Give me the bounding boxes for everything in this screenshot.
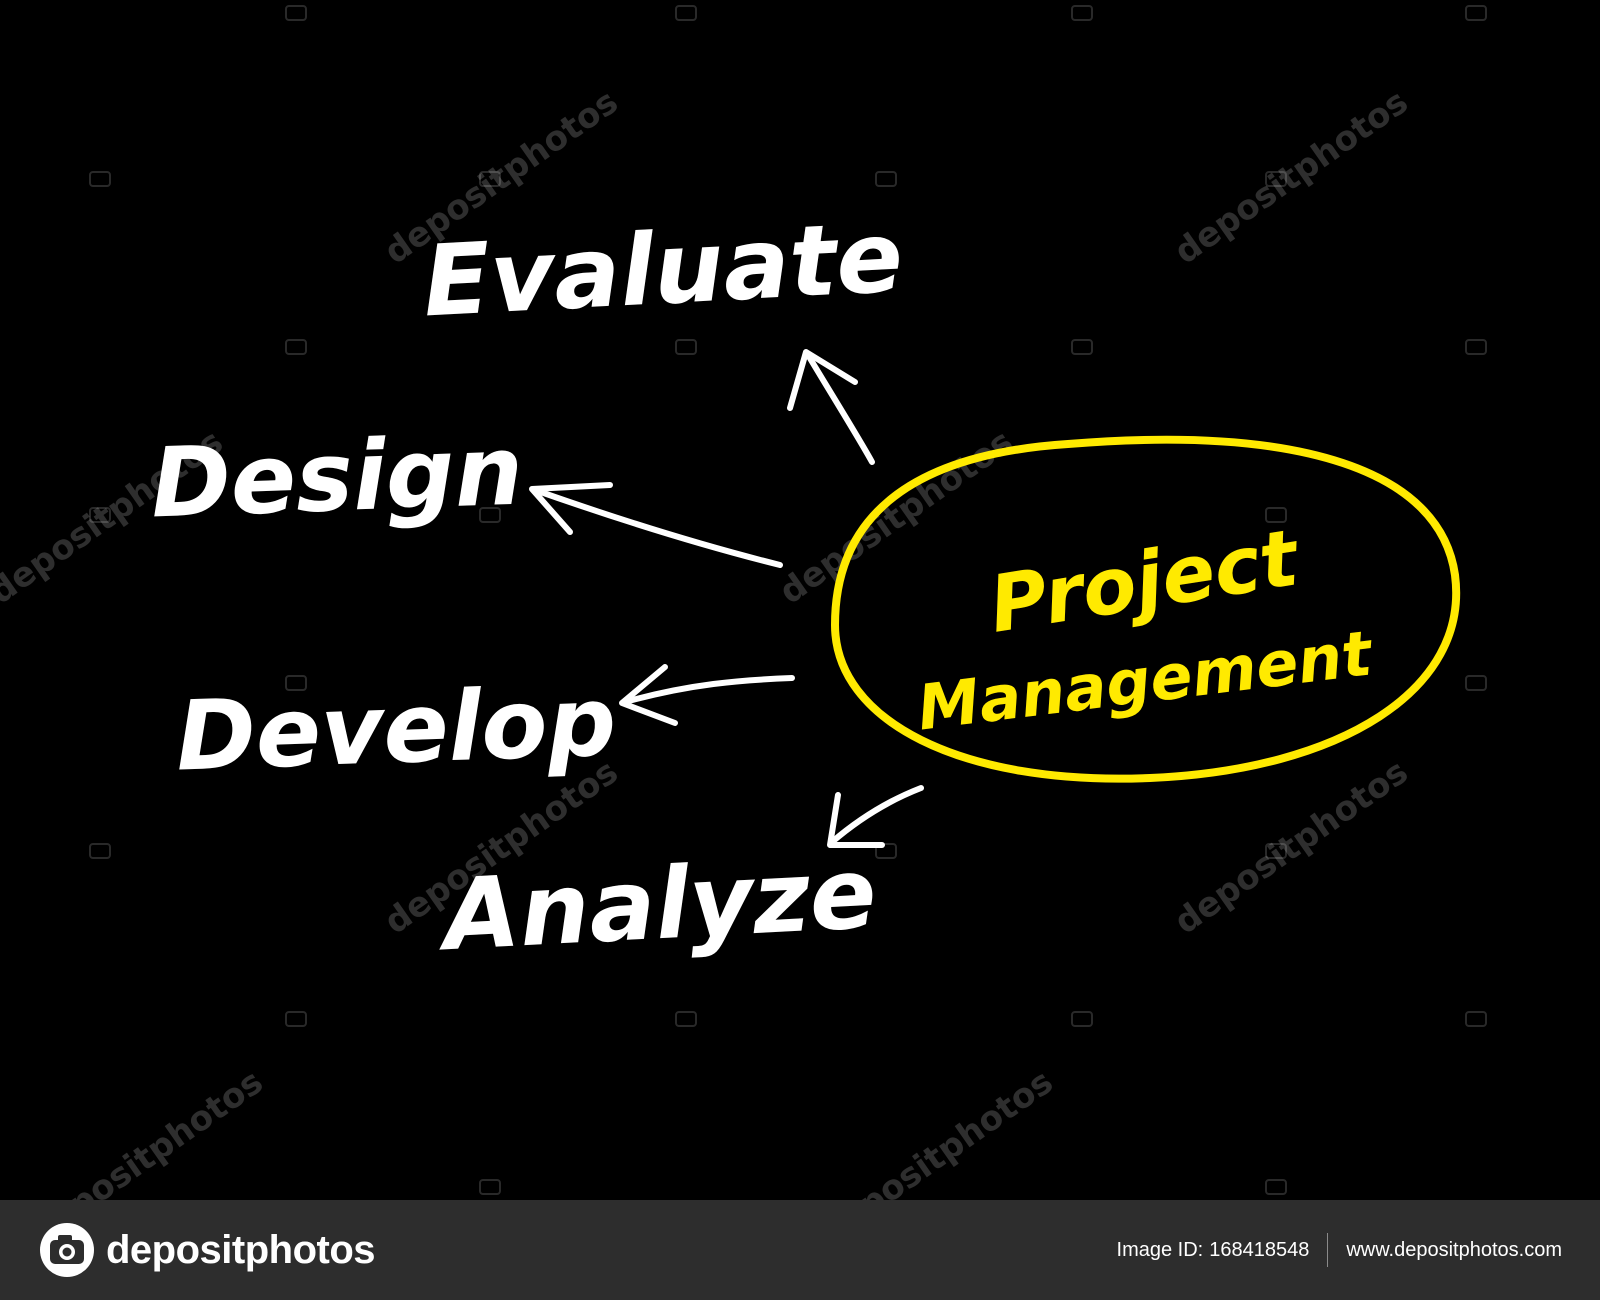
depositphotos-logo: depositphotos (38, 1221, 376, 1279)
image-info: Image ID: 168418548 www.depositphotos.co… (1117, 1233, 1562, 1267)
arrow-to-analyze (827, 785, 924, 848)
brand-name: depositphotos (106, 1227, 376, 1272)
node-label-evaluate: Evaluate (420, 201, 905, 340)
hub-title-line-2: Management (914, 616, 1378, 744)
image-id-value: 168418548 (1209, 1238, 1310, 1261)
site-url: www.depositphotos.com (1346, 1238, 1562, 1261)
camera-logo-icon (40, 1223, 94, 1277)
watermark: depositphotos (772, 422, 1020, 612)
arrow-to-design (529, 482, 783, 568)
node-label-analyze: Analyze (434, 837, 879, 974)
watermark: depositphotos (1167, 82, 1415, 272)
watermark-camera-icons (89, 5, 1487, 1195)
watermark: depositphotos (1167, 752, 1415, 942)
watermark: depositphotos (22, 1062, 270, 1200)
mind-map-diagram: depositphotos depositphotos depositphoto… (0, 5, 1487, 1200)
watermark: depositphotos (812, 1062, 1060, 1200)
hub-ellipse (831, 435, 1461, 783)
image-id-label: Image ID: (1116, 1238, 1204, 1261)
connector-arrows (529, 349, 924, 848)
footer-divider (1327, 1233, 1329, 1267)
arrow-to-evaluate (787, 349, 875, 465)
arrow-to-develop (619, 664, 795, 726)
node-label-design: Design (149, 415, 525, 540)
stock-footer-bar: depositphotos Image ID: 168418548 www.de… (0, 1200, 1600, 1300)
node-label-develop: Develop (174, 665, 618, 792)
